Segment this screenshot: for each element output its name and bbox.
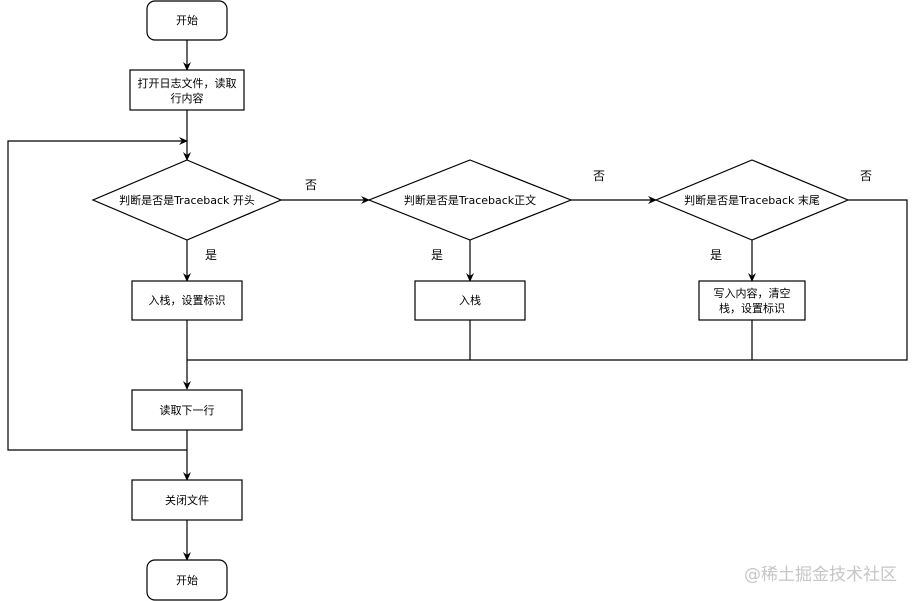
watermark: @稀土掘金技术社区 xyxy=(744,565,897,585)
edge-check-end-no-to-merge xyxy=(187,199,908,361)
connectors xyxy=(7,40,908,561)
node-open-file: 打开日志文件，读取 行内容 xyxy=(129,69,245,111)
process-shape xyxy=(414,280,526,321)
yes-label-3: 是 xyxy=(710,248,722,262)
node-check-body: 判断是否是Traceback正文 xyxy=(367,159,573,241)
yes-label-1: 是 xyxy=(205,248,217,262)
push-label: 入栈 xyxy=(459,293,481,307)
yes-label-2: 是 xyxy=(431,248,443,262)
node-check-end: 判断是否是Traceback 末尾 xyxy=(654,159,850,241)
process-shape xyxy=(129,69,245,111)
process-shape xyxy=(131,280,243,321)
push-set-flag-label: 入栈，设置标识 xyxy=(149,293,226,307)
terminal-shape xyxy=(146,0,228,41)
process-shape xyxy=(131,479,243,521)
edge-loop-back xyxy=(7,137,188,451)
node-end: 开始 xyxy=(146,559,228,601)
process-shape xyxy=(698,280,806,321)
no-label-1: 否 xyxy=(305,178,317,192)
open-file-label-line2: 行内容 xyxy=(171,91,204,105)
read-next-label: 读取下一行 xyxy=(160,403,215,417)
check-start-label: 判断是否是Traceback 开头 xyxy=(119,193,255,207)
edge-labels: 否 否 否 是 是 是 xyxy=(205,169,872,262)
start-label: 开始 xyxy=(176,13,198,27)
decision-shape xyxy=(91,159,283,241)
no-label-3: 否 xyxy=(860,169,872,183)
node-close-file: 关闭文件 xyxy=(131,479,243,521)
node-write-clear: 写入内容，清空 栈，设置标识 xyxy=(698,280,806,321)
node-check-start: 判断是否是Traceback 开头 xyxy=(91,159,283,241)
node-push-set-flag: 入栈，设置标识 xyxy=(131,280,243,321)
close-file-label: 关闭文件 xyxy=(165,493,209,507)
open-file-label-line1: 打开日志文件，读取 xyxy=(138,76,237,90)
check-body-label: 判断是否是Traceback正文 xyxy=(404,193,536,207)
decision-shape xyxy=(367,159,573,241)
terminal-shape xyxy=(146,559,228,601)
end-label: 开始 xyxy=(176,573,198,587)
write-label-line2: 栈，设置标识 xyxy=(719,301,785,315)
decision-shape xyxy=(654,159,850,241)
node-push: 入栈 xyxy=(414,280,526,321)
node-start: 开始 xyxy=(146,0,228,41)
node-read-next: 读取下一行 xyxy=(131,389,243,431)
process-shape xyxy=(131,389,243,431)
write-label-line1: 写入内容，清空 xyxy=(714,286,791,300)
check-end-label: 判断是否是Traceback 末尾 xyxy=(684,193,820,207)
no-label-2: 否 xyxy=(593,169,605,183)
